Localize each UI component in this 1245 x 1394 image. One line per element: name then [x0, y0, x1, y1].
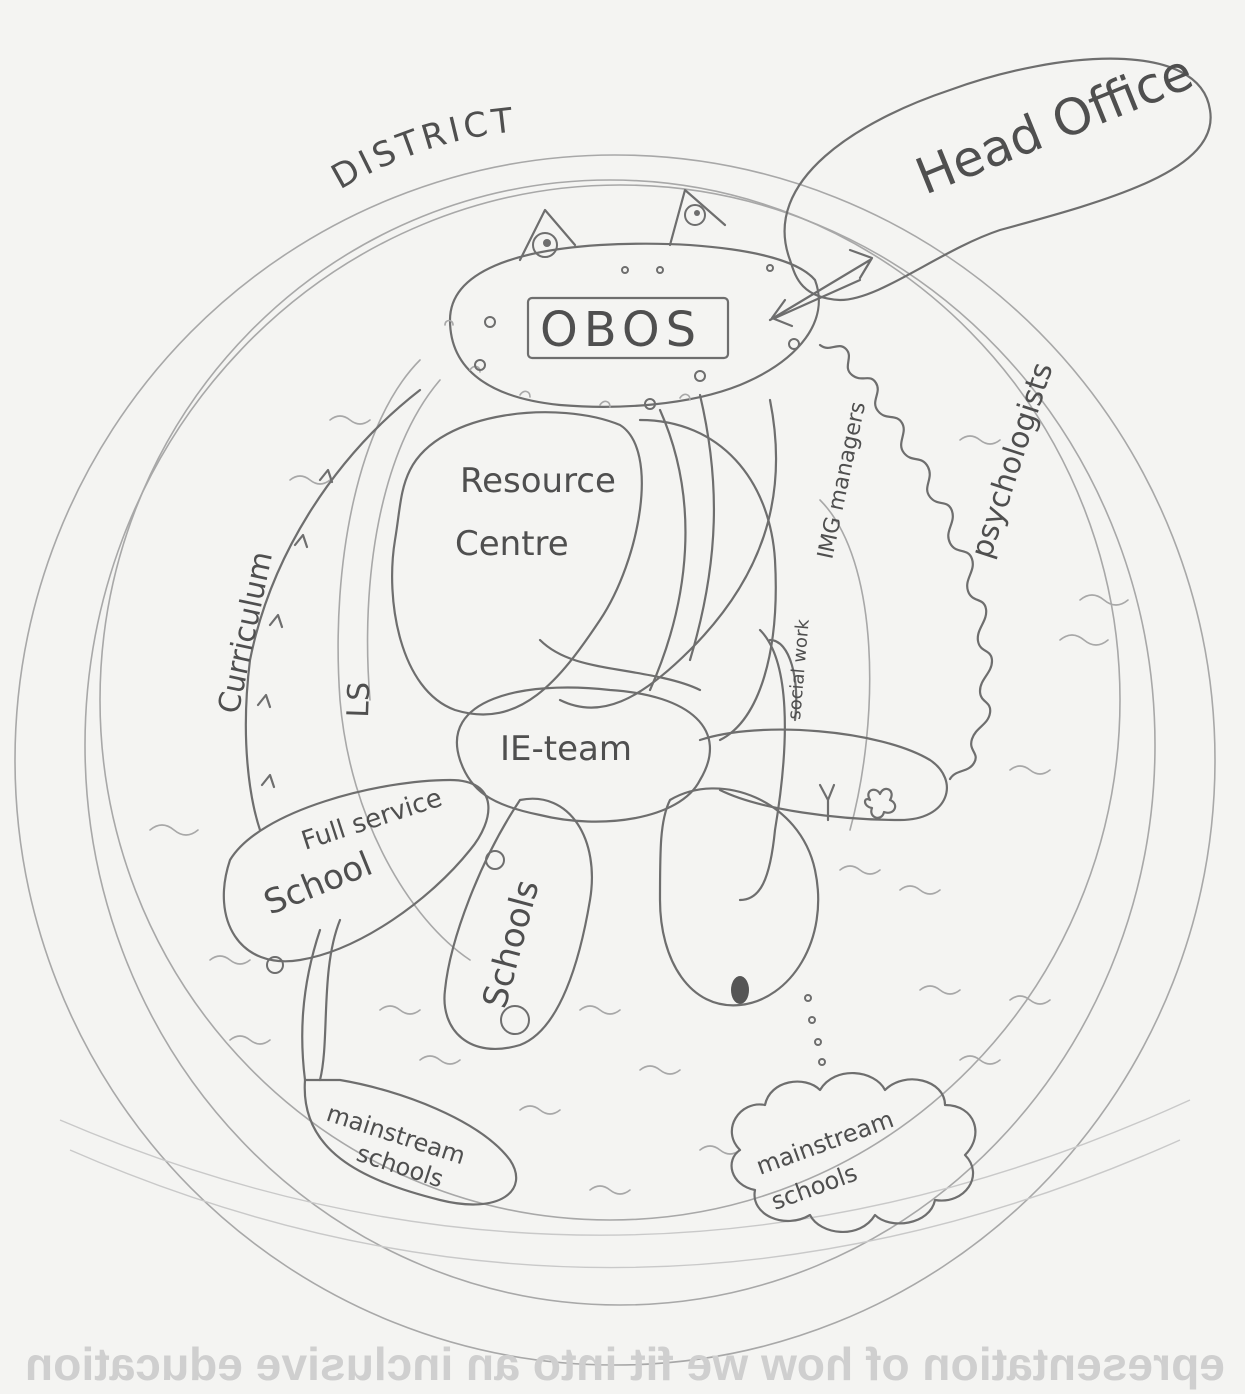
right-leg — [660, 788, 818, 1005]
full-service-line1: Full service — [298, 783, 446, 857]
obos-label: OBOS — [540, 302, 702, 358]
resource-centre-line1: Resource — [460, 461, 616, 501]
head-office-bubble: Head Office — [785, 43, 1211, 300]
schools-label: Schools — [475, 876, 547, 1012]
social-work-label: social work — [784, 618, 814, 721]
curriculum-line: Curriculum LS — [212, 390, 420, 830]
resource-centre-line2: Centre — [455, 524, 569, 564]
social-work: social work — [770, 618, 814, 721]
bleed-through-text: epresentation of how we fit into an incl… — [25, 1338, 1225, 1390]
full-service-line2: School — [258, 844, 378, 923]
img-managers-label: IMG managers — [813, 400, 871, 562]
head-office-label: Head Office — [908, 43, 1201, 206]
ie-team-label: IE-team — [500, 729, 632, 769]
left-tail — [302, 920, 340, 1080]
district-label: DISTRICT — [325, 100, 519, 197]
mainstream-schools-left: mainstream schools — [305, 1080, 516, 1204]
curriculum-label: Curriculum — [212, 548, 280, 716]
rim-lines — [60, 1100, 1190, 1268]
img-managers: IMG managers — [813, 400, 871, 562]
bleed-through-caption: epresentation of how we fit into an incl… — [25, 1338, 1225, 1390]
obos-head: OBOS — [445, 190, 872, 409]
resource-centre: Resource Centre — [392, 412, 642, 714]
right-arm — [700, 730, 947, 820]
dotted-trail — [805, 995, 825, 1065]
ls-label: LS — [341, 681, 377, 718]
psychologists-label: psychologists — [964, 358, 1060, 562]
schools-blob: Schools — [444, 799, 591, 1049]
